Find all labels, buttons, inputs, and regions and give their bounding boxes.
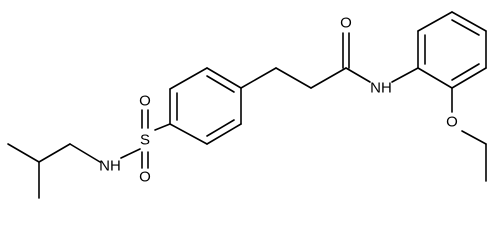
bond <box>69 143 101 163</box>
sulfonyl-oxygen-top-label: O <box>139 93 151 110</box>
sulfonamide-group <box>120 109 171 169</box>
amide-nh-label: NH <box>370 80 392 97</box>
bond <box>120 148 141 159</box>
bond <box>206 67 242 89</box>
bond <box>461 130 487 145</box>
bond <box>206 123 242 145</box>
bond <box>417 67 453 89</box>
bond <box>7 143 40 163</box>
ethoxy-group <box>451 87 487 182</box>
propanamide-chain <box>240 32 419 89</box>
bond <box>451 63 480 81</box>
molecule-structure: NH S O O O NH O <box>7 11 487 199</box>
bond <box>345 67 371 83</box>
amide-oxygen-label: O <box>340 15 352 32</box>
bond <box>310 67 347 89</box>
isobutyl-group <box>7 143 101 199</box>
benzene-ring-central <box>169 67 242 145</box>
benzene-ring-ethoxyphenyl <box>417 11 487 89</box>
bond <box>154 123 171 131</box>
bond <box>275 67 312 89</box>
bond <box>169 67 208 90</box>
bond <box>451 11 487 32</box>
bond <box>240 67 277 89</box>
sulfonyl-oxygen-bottom-label: O <box>139 169 151 186</box>
bond <box>451 19 480 36</box>
bond <box>169 123 208 145</box>
bond <box>391 67 419 83</box>
bond <box>206 119 235 137</box>
bond <box>206 75 235 93</box>
ether-oxygen-label: O <box>446 114 458 131</box>
sulfonamide-nh-label: NH <box>99 158 121 175</box>
sulfur-atom-label: S <box>140 132 150 149</box>
bond <box>38 143 71 163</box>
bond <box>417 11 453 32</box>
bond <box>451 67 487 89</box>
